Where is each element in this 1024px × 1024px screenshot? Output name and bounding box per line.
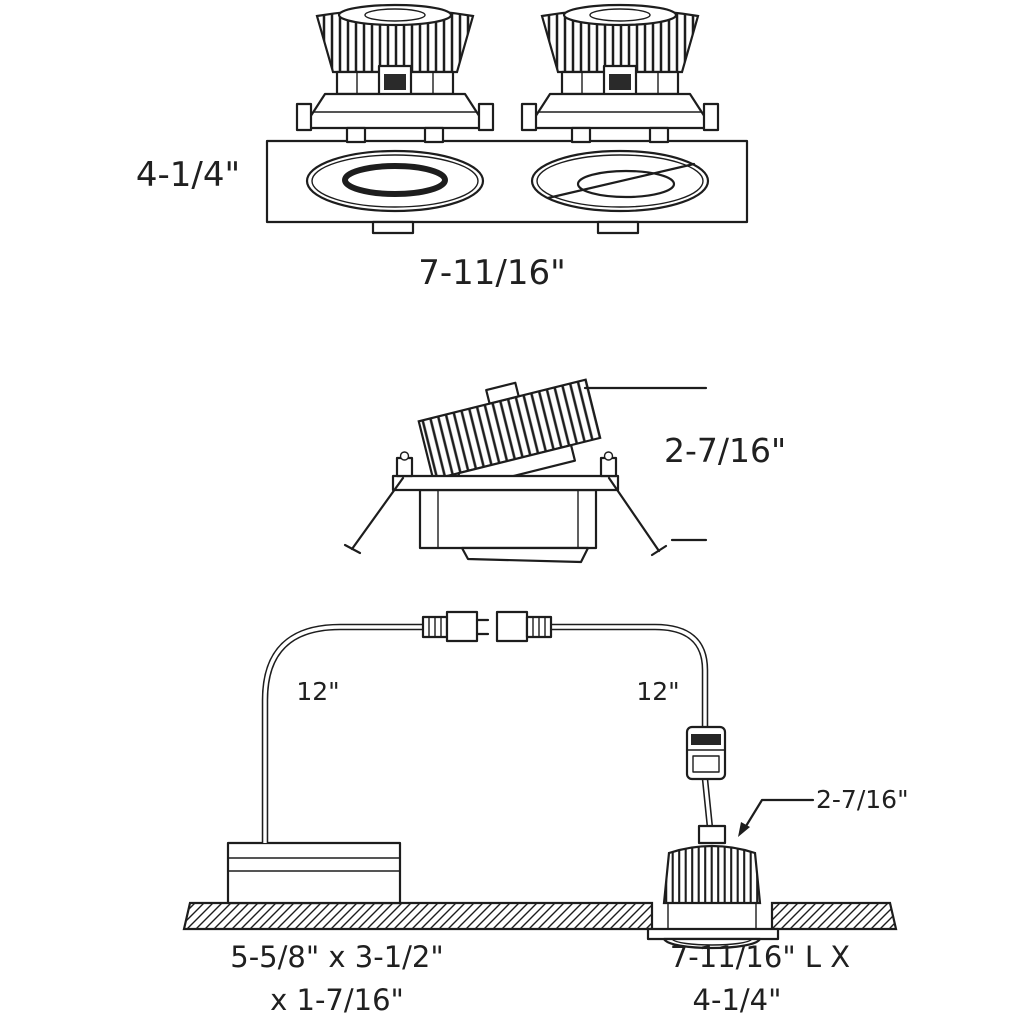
recessed-fixture bbox=[646, 824, 780, 950]
fixture-height-leader bbox=[738, 798, 815, 837]
trim-flange bbox=[391, 474, 620, 492]
driver-box bbox=[226, 841, 402, 905]
recessed-can bbox=[418, 488, 598, 550]
fixture-trim-flange bbox=[646, 927, 780, 941]
quick-connector-female bbox=[495, 610, 553, 643]
mounting-tab-right bbox=[596, 220, 640, 235]
trim-aperture-right bbox=[530, 149, 710, 213]
driver-dims-line1: 5-5/8" x 3-1/2" bbox=[230, 940, 443, 974]
cable-right bbox=[551, 623, 714, 829]
heatsink-left bbox=[295, 3, 495, 144]
spring-post-right bbox=[599, 456, 618, 478]
spring-post-left bbox=[395, 456, 414, 478]
fixture-trim-cup bbox=[662, 937, 762, 950]
fixture-heatsink bbox=[662, 844, 762, 905]
quick-connector-male bbox=[421, 610, 490, 643]
fixture-dims-line1: 7-11/16" L X bbox=[670, 940, 850, 974]
arrowhead bbox=[738, 822, 750, 837]
dim-label-side-height: 2-7/16" bbox=[664, 431, 786, 470]
fixture-top-cap bbox=[697, 824, 727, 845]
fixture-dims-line2: 4-1/4" bbox=[693, 983, 782, 1017]
dim-label-top-width: 7-11/16" bbox=[418, 253, 566, 293]
inline-connector bbox=[685, 725, 727, 781]
top-view: 4-1/4" 7-11/16" bbox=[136, 3, 749, 293]
cable-length-label-left: 12" bbox=[296, 677, 339, 706]
trim-aperture-left bbox=[305, 149, 485, 213]
tilted-bottom-trim bbox=[460, 546, 590, 564]
torsion-springs bbox=[343, 476, 668, 557]
mounting-tab-left bbox=[371, 220, 415, 235]
cable-left bbox=[261, 623, 423, 843]
driver-dims-line2: x 1-7/16" bbox=[270, 983, 404, 1017]
cable-length-label-right: 12" bbox=[636, 677, 679, 706]
dim-label-top-height: 4-1/4" bbox=[136, 155, 240, 195]
fixture-height-label: 2-7/16" bbox=[816, 785, 909, 814]
heatsink-right bbox=[520, 3, 720, 144]
ceiling-section-left bbox=[182, 901, 654, 931]
ceiling-section-right bbox=[770, 901, 898, 931]
side-view: 2-7/16" bbox=[343, 378, 786, 564]
installation-view: 12" 12" 2-7/16" 5-5/8" x 3-1/2" x 1-7/16… bbox=[182, 610, 909, 1017]
